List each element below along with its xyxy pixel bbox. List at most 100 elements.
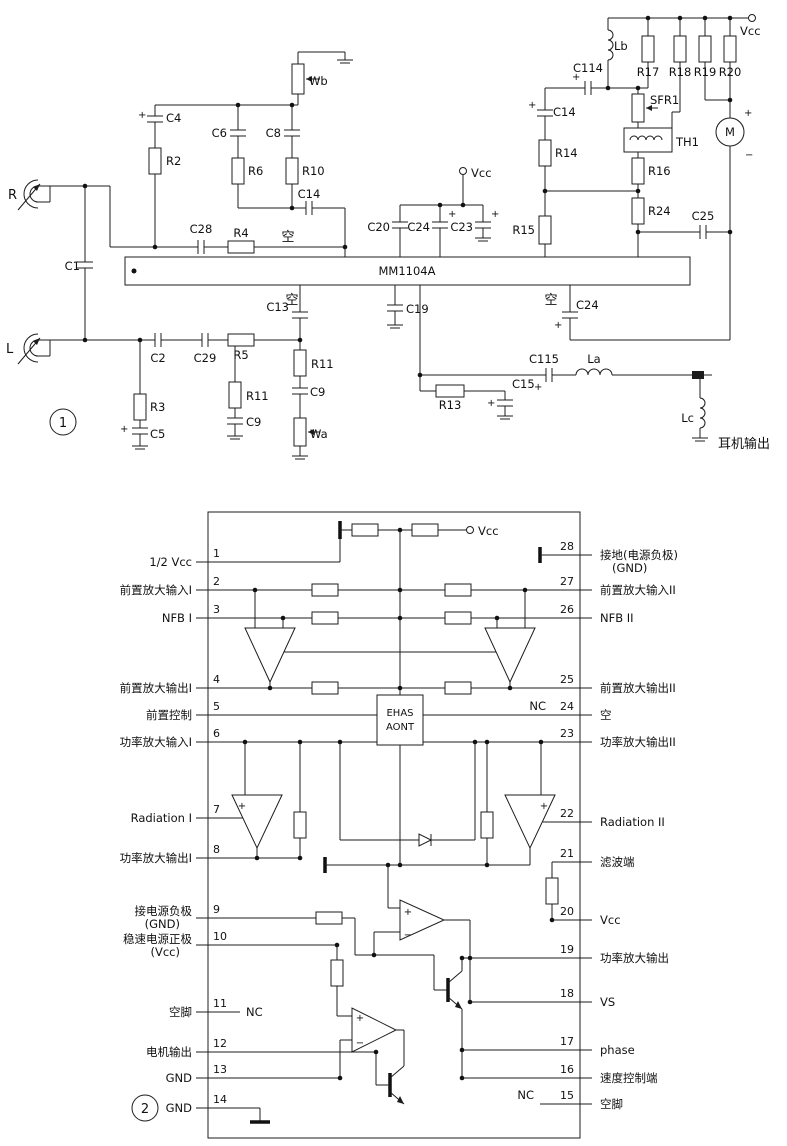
preamp-left xyxy=(244,627,296,684)
pin-label-21: 滤波端 xyxy=(600,855,635,869)
pin-number-8: 8 xyxy=(213,843,220,856)
pin-number-10: 10 xyxy=(213,930,227,943)
pin-number-15: 15 xyxy=(560,1089,574,1102)
pin-number-24: 24 xyxy=(560,700,574,713)
label-c9a: C9 xyxy=(310,385,325,399)
label-c4: C4 xyxy=(166,111,181,125)
figure1: R L MM1104A R2 R6 R10 R4 R5 R11 R11 R3 R… xyxy=(6,14,770,460)
badge-1: 1 xyxy=(59,416,67,431)
plus-c114: + xyxy=(572,72,580,83)
pin-label-12: 电机输出 xyxy=(146,1045,192,1059)
pin-number-19: 19 xyxy=(560,943,574,956)
label-r17: R17 xyxy=(637,65,660,79)
label-c28: C28 xyxy=(190,222,213,236)
pin-number-11: 11 xyxy=(213,997,227,1010)
plus-c23: + xyxy=(491,209,499,220)
label-th1: TH1 xyxy=(675,135,699,149)
pin-label-1: 1/2 Vcc xyxy=(149,555,192,569)
pin-label-16: 速度控制端 xyxy=(600,1071,658,1085)
ic-label: MM1104A xyxy=(379,264,436,278)
fig2-amplifiers: + + + − + − xyxy=(231,627,556,1053)
pin-label-14: GND xyxy=(166,1101,193,1115)
plus-c4: + xyxy=(138,110,146,121)
pin-number-16: 16 xyxy=(560,1063,574,1076)
pin-number-26: 26 xyxy=(560,603,574,616)
fig2-wires xyxy=(196,521,592,1124)
pin-number-20: 20 xyxy=(560,905,574,918)
input-l-transducer: L xyxy=(6,333,41,365)
pin-number-21: 21 xyxy=(560,847,574,860)
pin-label-8: 功率放大输出I xyxy=(120,851,192,865)
pin-label-24: 空 xyxy=(600,708,612,722)
ic-outline xyxy=(207,511,581,1139)
pin-number-28: 28 xyxy=(560,540,574,553)
pin-label-22: Radiation II xyxy=(600,815,665,829)
label-c114: C114 xyxy=(573,61,603,75)
poweramp-right xyxy=(504,794,556,850)
pin-number-7: 7 xyxy=(213,803,220,816)
plus-c115: + xyxy=(534,382,542,393)
label-c5: C5 xyxy=(150,427,165,441)
label-lb: Lb xyxy=(614,39,628,53)
fig1-components: R2 R6 R10 R4 R5 R11 R11 R3 R13 R14 R15 R… xyxy=(133,14,761,447)
plus-comparator: + xyxy=(404,907,412,918)
label-c13: C13 xyxy=(266,300,289,314)
input-l-label: L xyxy=(6,342,14,357)
pin-sub-10: (Vcc) xyxy=(151,945,181,959)
plus-poweramp-left: + xyxy=(238,801,246,812)
center-block-line1: EHAS xyxy=(386,708,413,719)
label-r13: R13 xyxy=(439,398,462,412)
center-block-line2: AONT xyxy=(386,722,415,733)
label-r20: R20 xyxy=(719,65,742,79)
label-fig2-vcc: Vcc xyxy=(478,524,499,538)
pin-label-10: 稳速电源正极 xyxy=(123,932,192,946)
pin-label-6: 功率放大输入I xyxy=(120,735,192,749)
pin-sub-28: (GND) xyxy=(612,561,647,575)
minus-comparator: − xyxy=(404,930,412,941)
pin-label-9: 接电源负极 xyxy=(135,904,193,918)
plus-c24b: + xyxy=(554,320,562,331)
label-kong-right: 空 xyxy=(544,293,557,308)
plus-c14r: + xyxy=(528,100,536,111)
label-c1: C1 xyxy=(65,259,80,273)
pin-number-5: 5 xyxy=(213,700,220,713)
center-block: EHAS AONT xyxy=(376,694,424,746)
pin-number-27: 27 xyxy=(560,575,574,588)
pin-label-18: VS xyxy=(600,995,615,1009)
label-r3: R3 xyxy=(150,400,165,414)
fig2-resistors xyxy=(293,523,559,987)
pin-label-3: NFB I xyxy=(162,611,192,625)
pin-label-27: 前置放大输入II xyxy=(600,583,676,597)
label-c24-bottom: C24 xyxy=(576,298,599,312)
fig1-wires xyxy=(36,15,748,460)
pin-label-20: Vcc xyxy=(600,913,621,927)
label-r6: R6 xyxy=(248,164,263,178)
label-c20: C20 xyxy=(367,220,390,234)
pin-label-7: Radiation I xyxy=(131,811,192,825)
pin-label-4: 前置放大输出I xyxy=(120,681,192,695)
pin-number-3: 3 xyxy=(213,603,220,616)
pin-label-15: 空脚 xyxy=(600,1097,623,1111)
pin-number-22: 22 xyxy=(560,807,574,820)
label-c14-left: C14 xyxy=(298,187,321,201)
fig1-labels: C1 C4 + C6 C8 C14 C28 空 空 C13 C2 C29 C9 … xyxy=(65,39,770,452)
label-vcc-top: Vcc xyxy=(740,24,761,38)
pin-number-6: 6 xyxy=(213,727,220,740)
servo-comparator xyxy=(399,899,446,941)
servo-amp xyxy=(351,1007,398,1053)
ic-mm1104a: MM1104A xyxy=(124,256,691,286)
label-c8: C8 xyxy=(266,126,281,140)
pin-number-25: 25 xyxy=(560,673,574,686)
label-r2: R2 xyxy=(166,154,181,168)
pin-label-5: 前置控制 xyxy=(146,708,192,722)
label-r11a: R11 xyxy=(311,357,334,371)
pin-number-17: 17 xyxy=(560,1035,574,1048)
label-c19: C19 xyxy=(406,302,429,316)
label-c23: C23 xyxy=(450,220,473,234)
plus-c24t: + xyxy=(448,209,456,220)
pin-number-23: 23 xyxy=(560,727,574,740)
label-kong-bottom: 空 xyxy=(285,293,298,308)
label-r19: R19 xyxy=(694,65,717,79)
